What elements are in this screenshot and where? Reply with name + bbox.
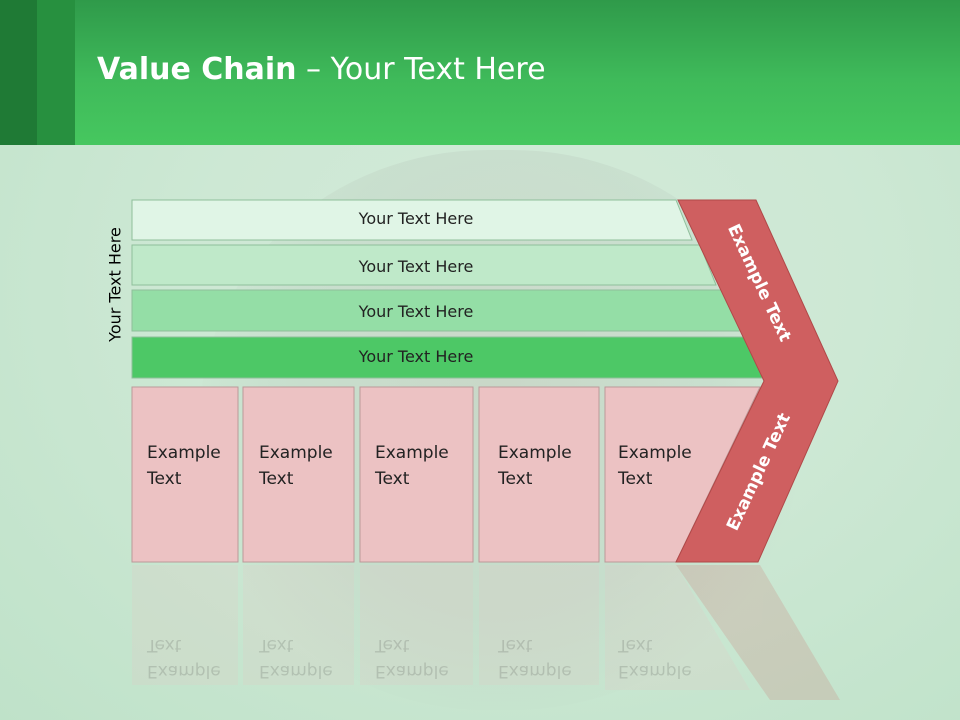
row-label-2: Your Text Here bbox=[358, 257, 474, 276]
title-rest: – Your Text Here bbox=[296, 52, 546, 87]
row-bar-1 bbox=[131, 199, 693, 241]
row-bar-2 bbox=[131, 244, 717, 286]
box-reflection-2 bbox=[243, 565, 354, 685]
header-accent-dark bbox=[0, 0, 37, 145]
row-label-4: Your Text Here bbox=[358, 347, 474, 366]
margin-chevron bbox=[675, 199, 839, 563]
box-reflection-5 bbox=[605, 565, 750, 690]
activity-box-2 bbox=[242, 386, 355, 563]
box-reflection-1 bbox=[132, 565, 238, 685]
chevron-reflection bbox=[676, 565, 840, 700]
reflection-group bbox=[132, 565, 840, 700]
activity-box-4 bbox=[478, 386, 600, 563]
title-bold: Value Chain bbox=[97, 52, 297, 87]
header-accent-mid bbox=[37, 0, 75, 145]
row-label-1: Your Text Here bbox=[358, 209, 474, 228]
box-reflection-4 bbox=[479, 565, 599, 685]
box-reflection-3 bbox=[360, 565, 473, 685]
page-title: Value Chain – Your Text Here bbox=[97, 52, 546, 87]
row-label-3: Your Text Here bbox=[358, 302, 474, 321]
activity-box-1 bbox=[131, 386, 239, 563]
activity-box-3 bbox=[359, 386, 474, 563]
header-bar: Value Chain – Your Text Here bbox=[0, 0, 960, 145]
